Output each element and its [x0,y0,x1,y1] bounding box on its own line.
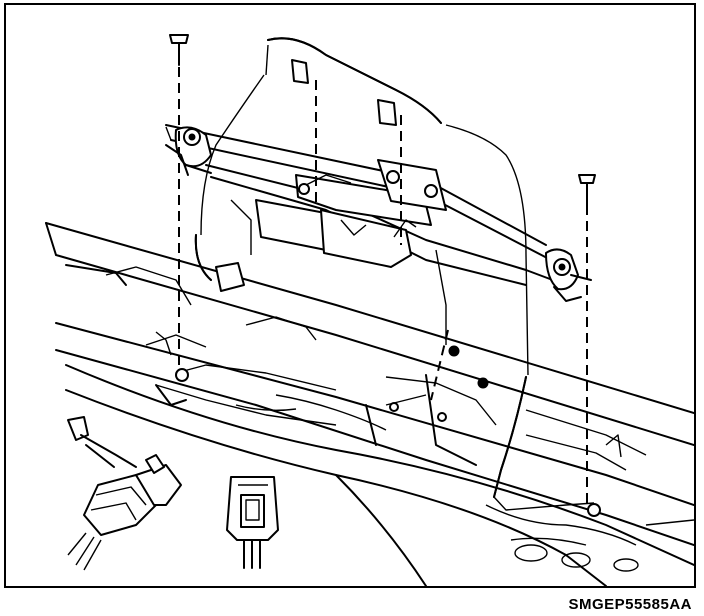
bracket-right [435,249,447,345]
drawing-code-label: SMGEP55585AA [568,596,692,613]
center-nut-lower [477,377,489,389]
wiper-motor [255,159,447,268]
right-mount-nut [587,503,601,517]
left-bolt [169,34,189,66]
wiring-harness [175,37,595,511]
bracket-left [230,199,252,255]
center-nut-upper [448,345,460,357]
connector-detail [67,416,182,571]
right-bolt [578,174,596,206]
stud-left [389,402,399,412]
connector-end-view [226,476,279,569]
wiper-module-installation-diagram [45,34,694,586]
nut-guide-line [430,329,449,401]
stud-right [437,412,447,422]
right-wiper-pivot [545,248,592,302]
diagram-frame [4,3,696,588]
cowl-panel [45,222,694,586]
left-mount-nut [175,368,189,382]
left-wiper-pivot [165,126,212,176]
